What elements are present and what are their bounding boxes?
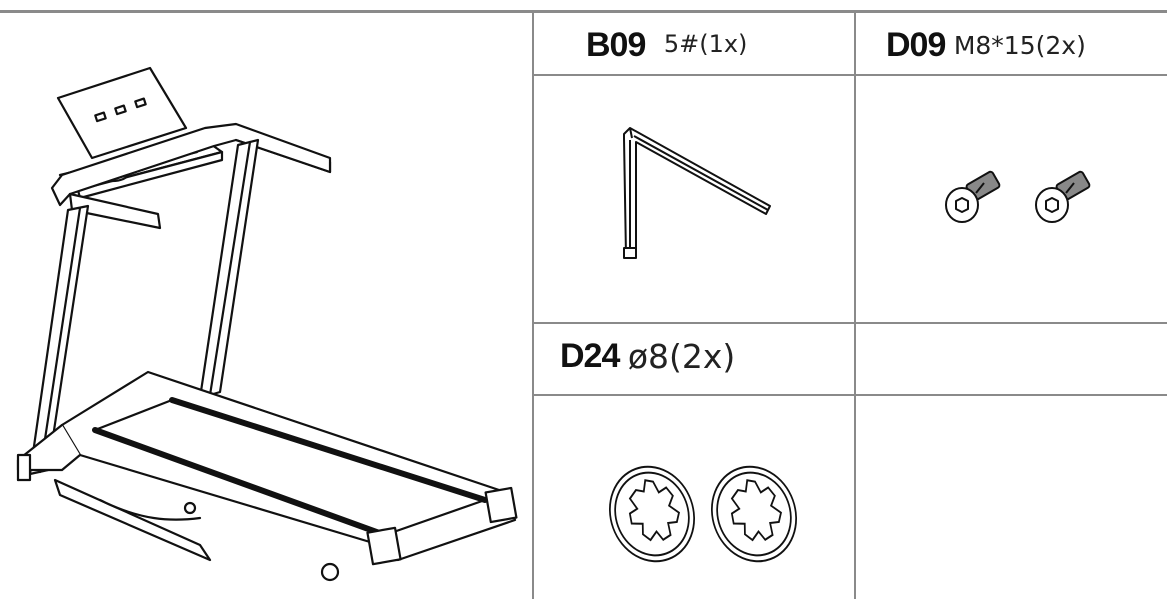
top-rule xyxy=(0,10,1167,13)
grid-line xyxy=(533,322,1167,324)
grid-line xyxy=(533,74,1167,76)
part-spec: M8*15(2x) xyxy=(953,31,1086,60)
part-code: D09 xyxy=(886,26,946,64)
part-code: D24 xyxy=(560,337,620,375)
bolt-icon xyxy=(945,170,1091,223)
part-header-d24: D24 ø8(2x) xyxy=(560,336,735,376)
lock-washer-icon xyxy=(609,465,797,563)
grid-line xyxy=(532,12,534,599)
part-spec: ø8(2x) xyxy=(627,337,736,376)
hex-key-icon xyxy=(623,127,771,259)
treadmill-drawing xyxy=(16,66,518,582)
grid-line xyxy=(533,394,1167,396)
part-spec: 5#(1x) xyxy=(663,30,748,58)
grid-line xyxy=(854,12,856,599)
part-header-b09: B09 5#(1x) xyxy=(586,26,747,65)
part-header-d09: D09 M8*15(2x) xyxy=(886,26,1086,65)
part-code: B09 xyxy=(586,26,646,64)
